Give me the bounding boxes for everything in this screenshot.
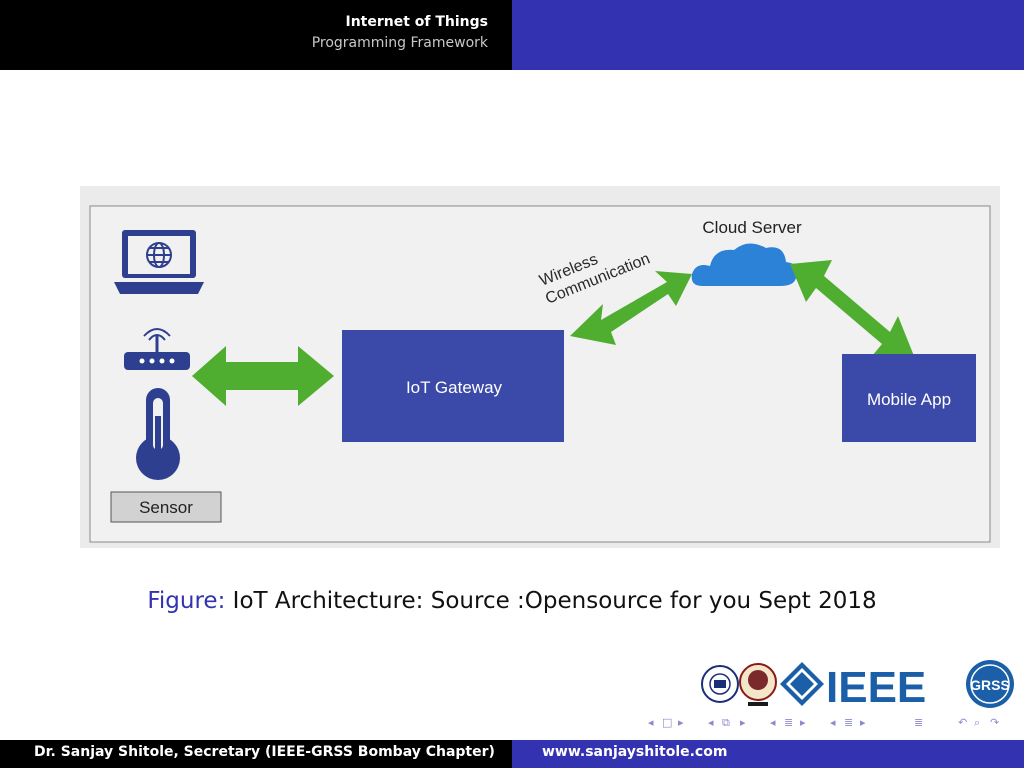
beamer-navigation-bar: ◂ □ ▸ ◂ ⧉ ▸ ◂ ≣ ▸ ◂ ≣ ▸ ≣ ↶ ⌕ ↷ xyxy=(648,716,1020,734)
womens-university-logo xyxy=(739,663,777,706)
gateway-cloud-arrow xyxy=(570,271,692,345)
university-seal-logo xyxy=(701,665,739,703)
nav-back-icon[interactable]: ↶ xyxy=(958,716,968,729)
ieee-diamond-logo xyxy=(780,662,824,706)
header-right-panel xyxy=(512,0,1024,70)
footer-url: www.sanjayshitole.com xyxy=(542,744,728,760)
footer-author: Dr. Sanjay Shitole, Secretary (IEEE-GRSS… xyxy=(34,744,495,760)
router-icon xyxy=(124,328,190,370)
nav-prev-part-icon[interactable]: ◂ xyxy=(830,716,836,729)
sensor-label: Sensor xyxy=(139,498,193,517)
globe-icon xyxy=(146,242,172,268)
iot-gateway-label: IoT Gateway xyxy=(406,378,503,397)
figure-caption-text: IoT Architecture: Source :Opensource for… xyxy=(232,588,877,614)
figure-caption-label: Figure: xyxy=(147,588,226,614)
mobile-app-label: Mobile App xyxy=(867,390,951,409)
nav-next-subsection-icon[interactable]: ▸ xyxy=(740,716,746,729)
section-subtitle: Programming Framework xyxy=(311,35,488,51)
nav-subsection-icon[interactable]: ⧉ xyxy=(722,716,730,729)
nav-next-part-icon[interactable]: ▸ xyxy=(860,716,866,729)
grss-logo-text: GRSS xyxy=(970,677,1010,693)
nav-forward-icon[interactable]: ↷ xyxy=(990,716,1000,729)
logo-strip: IEEE GRSS xyxy=(700,656,1016,712)
header-left-panel: Internet of Things Programming Framework xyxy=(0,0,512,70)
footer-right-panel xyxy=(512,740,1024,768)
sensor-gateway-arrow xyxy=(192,346,334,406)
nav-next-section-icon[interactable]: ▸ xyxy=(800,716,806,729)
footer-left-panel xyxy=(0,740,512,768)
nav-part-icon[interactable]: ≣ xyxy=(844,716,854,729)
thermometer-icon xyxy=(136,388,180,480)
ieee-logo-text: IEEE xyxy=(826,663,926,712)
cloud-icon xyxy=(691,243,798,286)
cloud-mobile-arrow xyxy=(790,260,914,356)
iot-architecture-figure: Sensor IoT Gateway Wireless Communicatio… xyxy=(80,186,1000,548)
nav-prev-section-icon[interactable]: ◂ xyxy=(770,716,776,729)
nav-prev-subsection-icon[interactable]: ◂ xyxy=(708,716,714,729)
figure-caption: Figure: IoT Architecture: Source :Openso… xyxy=(0,588,1024,614)
nav-search-icon[interactable]: ⌕ xyxy=(974,716,981,729)
nav-document-icon[interactable]: ≣ xyxy=(914,716,924,729)
nav-next-frame-icon[interactable]: ▸ xyxy=(678,716,684,729)
mobile-app-box xyxy=(842,354,976,442)
grss-logo: GRSS xyxy=(966,660,1014,708)
nav-frame-icon[interactable]: □ xyxy=(662,716,673,729)
presentation-title: Internet of Things xyxy=(345,14,488,30)
iot-architecture-diagram: Sensor IoT Gateway Wireless Communicatio… xyxy=(89,205,991,543)
iot-gateway-box xyxy=(342,330,564,442)
nav-prev-frame-icon[interactable]: ◂ xyxy=(648,716,654,729)
cloud-server-label: Cloud Server xyxy=(702,218,802,237)
sensor-label-box xyxy=(110,491,222,523)
nav-section-icon[interactable]: ≣ xyxy=(784,716,794,729)
